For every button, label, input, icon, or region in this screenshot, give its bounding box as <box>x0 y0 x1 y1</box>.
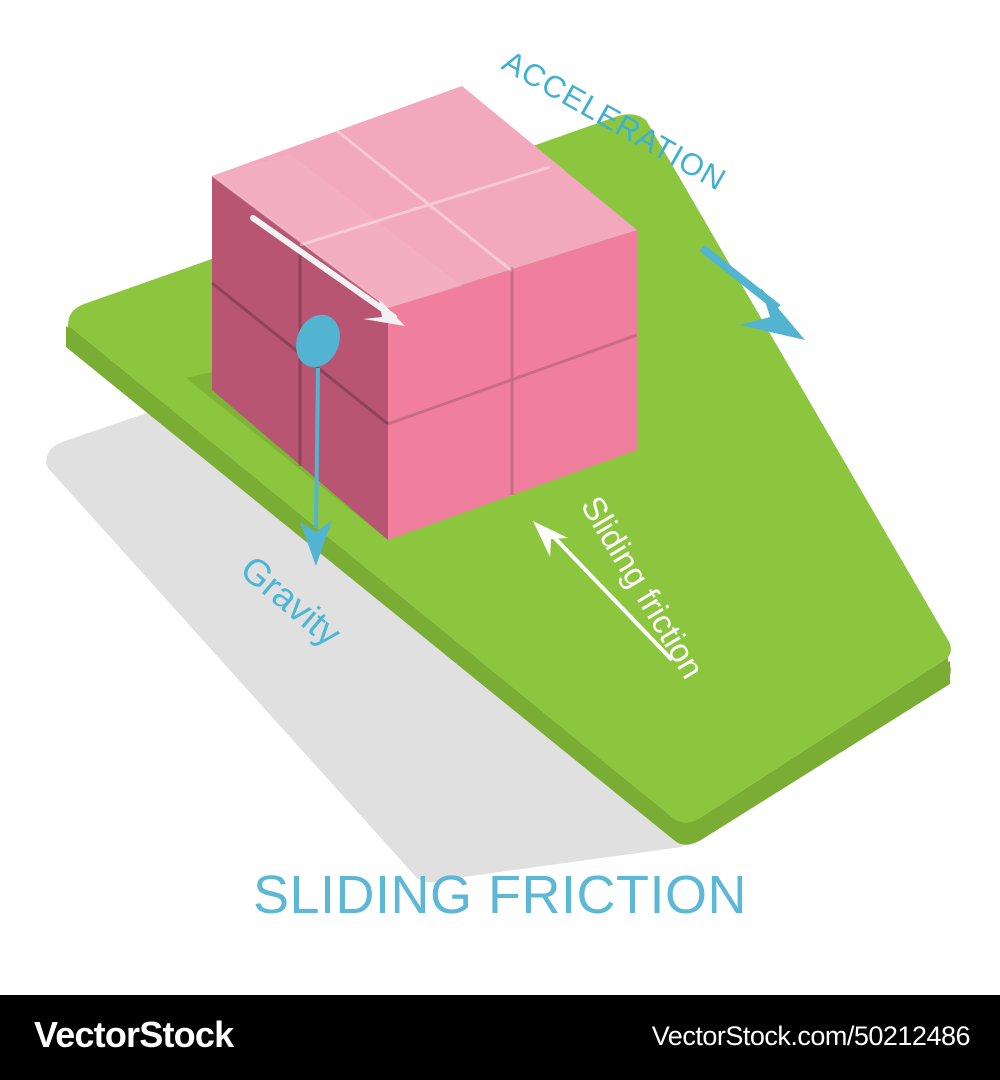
motion-direction-arrow <box>250 215 405 326</box>
acceleration-arrow <box>699 244 805 340</box>
gravity-arrow <box>300 367 332 566</box>
vectorstock-logo: VectorStock <box>34 1014 234 1055</box>
cube-grid-top <box>299 129 551 273</box>
isometric-scene: ACCELERATION Gravity Sliding friction <box>46 44 951 883</box>
artboard: ACCELERATION Gravity Sliding friction SL… <box>46 43 951 922</box>
cube-grid-right <box>387 267 638 495</box>
ground-shadow <box>46 390 691 883</box>
blue-mass-dot <box>296 314 340 368</box>
vectorstock-url: VectorStock.com/50212486 <box>651 1021 971 1051</box>
sliding-friction-arrow <box>533 521 674 662</box>
pink-cube <box>211 86 638 540</box>
watermark-footer <box>0 995 1000 1080</box>
